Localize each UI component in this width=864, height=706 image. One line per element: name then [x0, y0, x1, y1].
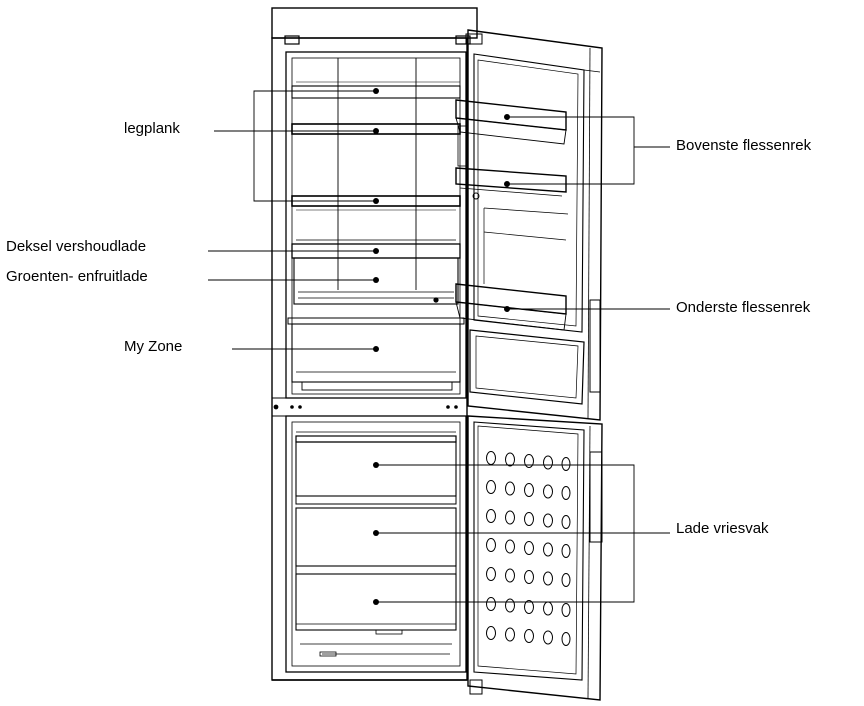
- door-dimple: [505, 568, 515, 583]
- door-dimple: [524, 541, 534, 555]
- freezer-drawers: [295, 431, 457, 657]
- door-dimple: [524, 600, 534, 614]
- label-groenten-fruitlade: Groenten- enfruitlade: [6, 268, 148, 285]
- door-dimple: [543, 484, 553, 499]
- label-deksel-vershoudlade: Deksel vershoudlade: [6, 238, 147, 255]
- door-dimple: [486, 451, 496, 465]
- door-dimple: [561, 603, 571, 617]
- door-dimple: [524, 570, 534, 584]
- door-dimple: [543, 571, 553, 586]
- door-dimple: [505, 481, 515, 496]
- door-dimple: [561, 544, 571, 558]
- door-dimple: [505, 627, 515, 642]
- door-dimple: [524, 483, 534, 497]
- door-dimple: [561, 632, 571, 646]
- door-dimple: [486, 567, 496, 581]
- door-dimple: [486, 509, 496, 523]
- door-dimple: [486, 626, 496, 640]
- door-dimple: [486, 597, 496, 611]
- door-dimple: [486, 538, 496, 552]
- my-zone-drawer: [287, 317, 465, 391]
- door-dimple: [543, 542, 553, 557]
- freezer-door: [467, 415, 603, 701]
- door-dimple: [543, 513, 553, 528]
- label-bovenste-flessenrek: Bovenste flessenrek: [676, 137, 812, 154]
- fridge-body: [271, 7, 478, 681]
- door-dimple: [561, 457, 571, 471]
- door-dimple: [505, 510, 515, 525]
- label-onderste-flessenrek: Onderste flessenrek: [676, 299, 811, 316]
- door-dimple: [524, 629, 534, 643]
- door-dimple: [543, 455, 553, 470]
- crisper: [291, 239, 461, 305]
- door-dimple: [561, 486, 571, 500]
- callout-lines: [208, 90, 670, 603]
- door-dimple: [505, 598, 515, 613]
- door-dimple: [543, 630, 553, 645]
- door-dimple: [505, 452, 515, 467]
- callout-dots: [373, 88, 510, 605]
- label-legplank: legplank: [124, 120, 180, 137]
- fridge-door: [455, 29, 603, 421]
- door-dimple: [561, 573, 571, 587]
- shelves: [291, 85, 461, 211]
- label-lade-vriesvak: Lade vriesvak: [676, 520, 769, 537]
- door-dimple: [543, 601, 553, 616]
- door-dimple: [524, 454, 534, 468]
- door-dimple: [505, 539, 515, 554]
- door-dimple: [486, 480, 496, 494]
- door-dimples: [486, 451, 571, 646]
- door-dimple: [561, 515, 571, 529]
- label-my-zone: My Zone: [124, 338, 183, 355]
- door-dimple: [524, 512, 534, 526]
